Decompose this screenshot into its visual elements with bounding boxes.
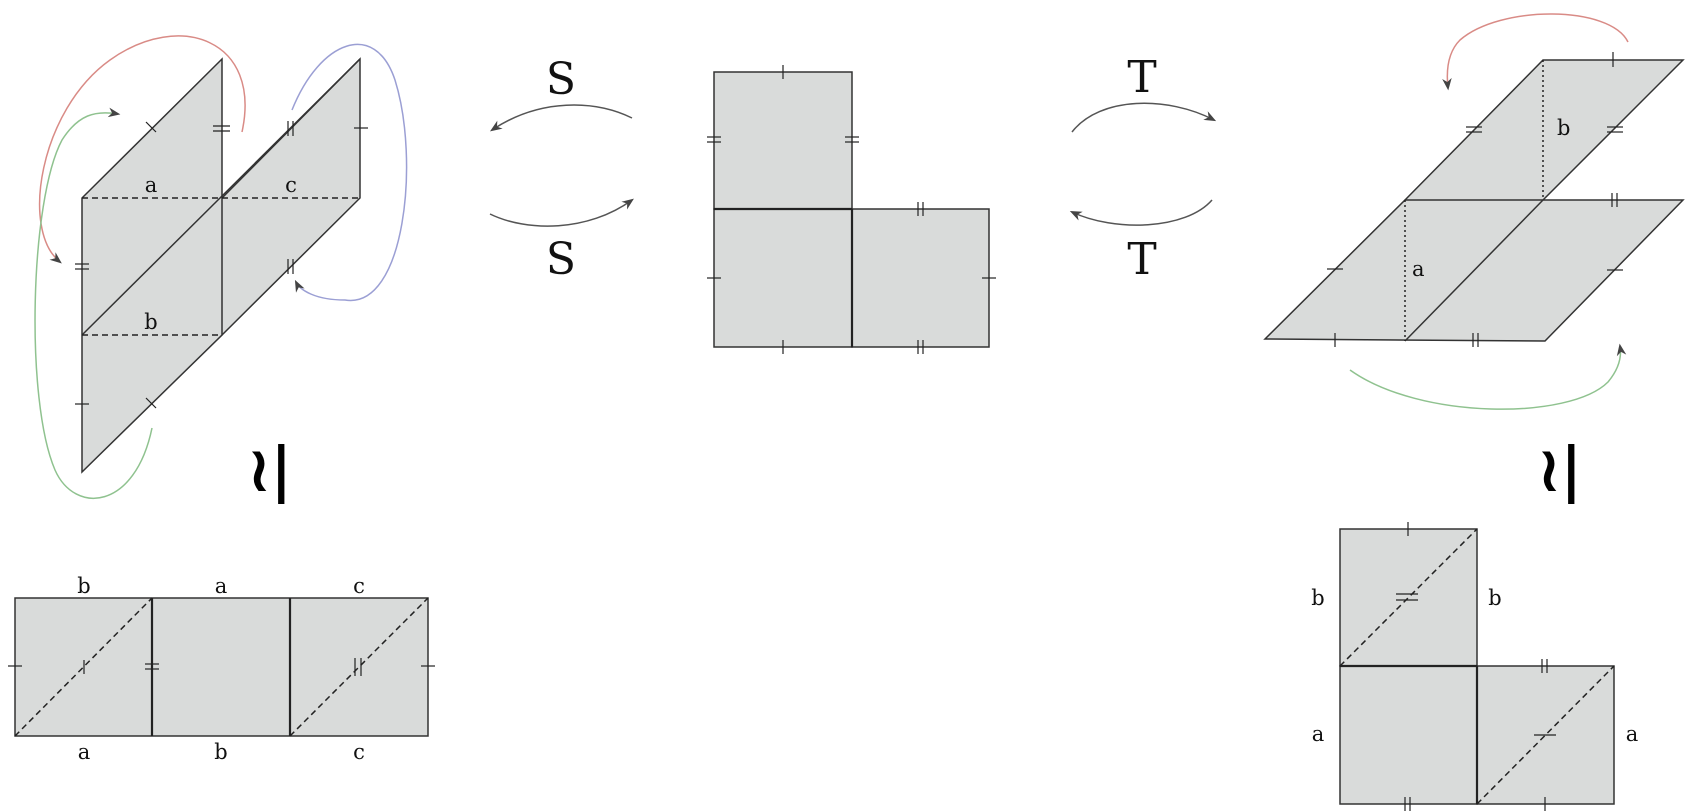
iso-symbol-right: ≀| — [1538, 435, 1582, 505]
s-label-bottom: S — [546, 234, 576, 285]
bottom-left-net: b a c a b c — [8, 574, 435, 764]
s-label-top: S — [546, 54, 576, 105]
right-solid-mid-diagonal — [1404, 199, 1544, 342]
bl-net-top-label-2: a — [215, 574, 228, 598]
br-net-diag-top — [1339, 528, 1478, 667]
right-solid-top-face — [1405, 60, 1683, 200]
bl-net-top-label-3: c — [353, 574, 365, 598]
gluing-arrow-blue — [291, 43, 408, 301]
s-arrow-top — [490, 104, 633, 132]
br-net-bottom-left-square — [1340, 666, 1477, 804]
br-net-right-label-b: b — [1488, 586, 1501, 610]
left-solid-label-a: a — [145, 173, 158, 197]
br-net-left-label-a: a — [1312, 722, 1325, 746]
right-gluing-arrow-red — [1442, 13, 1629, 91]
gluing-arrow-green — [34, 107, 153, 499]
center-top-square — [714, 72, 852, 209]
center-bottom-right-square — [852, 209, 989, 347]
bl-net-diag-1 — [14, 597, 153, 737]
bl-net-bottom-label-1: a — [78, 740, 91, 764]
t-arrow-bottom — [1069, 199, 1213, 226]
bl-net-diag-3 — [289, 597, 429, 737]
tick — [145, 397, 157, 409]
right-solid-label-b: b — [1557, 116, 1570, 140]
left-solid-diagonal — [81, 58, 361, 336]
left-solid-label-b: b — [144, 310, 157, 334]
t-operator-group: T T — [1069, 52, 1217, 285]
bl-net-bottom-label-2: b — [214, 740, 227, 764]
center-bottom-left-square — [714, 209, 852, 347]
t-label-top: T — [1127, 52, 1156, 103]
iso-symbol-left: ≀| — [248, 435, 292, 505]
left-solid-upper-right-face — [222, 59, 360, 335]
right-solid: b a — [1263, 13, 1685, 410]
t-label-bottom: T — [1127, 234, 1156, 285]
left-solid: a c b — [34, 35, 408, 499]
bl-net-outline — [14, 597, 429, 737]
br-net-left-label-b: b — [1311, 586, 1324, 610]
right-solid-label-a: a — [1412, 257, 1425, 281]
bl-net-fill — [15, 598, 428, 736]
t-arrow-top — [1071, 102, 1217, 133]
right-solid-bottom-outline — [1263, 199, 1685, 342]
bottom-right-net: b a b a — [1311, 522, 1638, 811]
left-solid-label-c: c — [285, 173, 297, 197]
bl-net-top-label-1: b — [77, 574, 90, 598]
br-net-right-label-a: a — [1626, 722, 1639, 746]
center-l-shape — [707, 65, 996, 354]
gluing-arrow-red — [38, 35, 246, 264]
right-gluing-arrow-green — [1349, 343, 1627, 410]
tick — [145, 121, 157, 133]
s-operator-group: S S — [489, 54, 634, 285]
s-arrow-bottom — [489, 198, 634, 227]
br-net-diag-br — [1476, 665, 1615, 805]
bl-net-bottom-label-3: c — [353, 740, 365, 764]
